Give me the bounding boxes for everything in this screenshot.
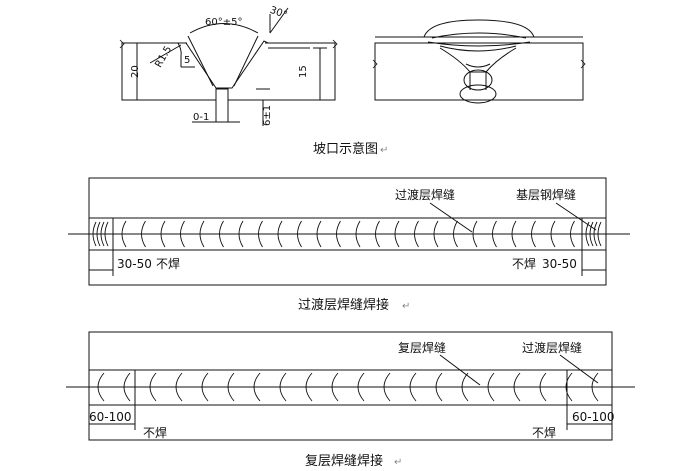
weld-ripple — [394, 220, 400, 248]
weld-ripple — [149, 372, 157, 402]
label-cladding-weld: 复层焊缝 — [398, 340, 446, 355]
transition-caption: 过渡层焊缝焊接 — [298, 297, 389, 313]
weld-ripple — [201, 372, 209, 402]
weld-ripple — [277, 220, 283, 248]
weld-ripple — [357, 372, 365, 402]
groove-caption: 坡口示意图 — [313, 141, 378, 157]
groove-section — [119, 7, 338, 126]
weld-ripple — [100, 221, 105, 247]
weld-ripple — [160, 220, 166, 248]
return-mark: ↵ — [402, 301, 410, 312]
welded-section — [372, 19, 586, 104]
transition-labels: 过渡层焊缝 基层钢焊缝 30-50 不焊 不焊 30-50 过渡层焊缝焊接 ↵ — [117, 187, 577, 313]
weld-ripple — [305, 372, 313, 402]
weld-ripple — [383, 372, 391, 402]
weld-ripple — [279, 372, 287, 402]
left-dim-label: 30-50 — [117, 257, 152, 271]
transition-plate — [68, 177, 630, 286]
cladding-caption: 复层焊缝焊接 — [305, 453, 383, 469]
return-mark: ↵ — [380, 145, 388, 156]
weld-ripple — [435, 372, 443, 402]
weld-ripple — [219, 220, 224, 248]
return-mark: ↵ — [394, 457, 402, 468]
weld-ripple — [409, 372, 417, 402]
weld-ripple — [331, 372, 339, 402]
weld-ripple — [97, 372, 105, 402]
depth-label: 15 — [298, 65, 309, 78]
weld-ripple — [433, 220, 439, 248]
weld-ripple — [253, 372, 261, 402]
weld-ripple — [492, 220, 497, 248]
weld-ripple — [539, 372, 547, 402]
right-dim-label: 30-50 — [542, 257, 577, 271]
left-dim-label-2: 60-100 — [89, 410, 132, 424]
root-label: 6±1 — [262, 105, 273, 126]
weld-ripple — [487, 372, 495, 402]
thickness-label: 20 — [130, 65, 141, 78]
groove-labels: 60°±5° 30° R1.5 5 20 15 0-1 6±1 坡口示意图 ↵ — [130, 5, 388, 157]
weld-ripple — [565, 372, 573, 402]
weld-ripple — [511, 220, 517, 248]
right-note-label: 不焊 — [512, 256, 536, 271]
label-transition-weld: 过渡层焊缝 — [395, 187, 455, 202]
gap-label: 0-1 — [193, 112, 209, 123]
weld-ripple — [297, 220, 302, 248]
cladding-labels: 复层焊缝 过渡层焊缝 60-100 不焊 不焊 60-100 复层焊缝焊接 ↵ — [89, 340, 615, 469]
weld-ripple — [461, 372, 469, 402]
weld-ripple — [141, 220, 146, 248]
cladding-weld-ripples — [97, 372, 599, 402]
label-base-weld: 基层钢焊缝 — [516, 187, 576, 202]
weld-ripple — [597, 221, 602, 247]
weld-ripple — [121, 220, 127, 248]
weld-ripple — [123, 372, 131, 402]
left-note-label: 不焊 — [156, 256, 180, 271]
weld-ripple — [585, 221, 590, 247]
weld-ripple — [316, 220, 322, 248]
weld-ripple — [336, 220, 341, 248]
weld-ripple — [375, 220, 380, 248]
land-label: 5 — [184, 55, 190, 66]
weld-ripple — [238, 220, 244, 248]
weld-ripple — [453, 220, 458, 248]
radius-label: R1.5 — [153, 44, 174, 69]
left-note-label-2: 不焊 — [143, 425, 167, 440]
bevel-angle-label: 30° — [268, 5, 288, 21]
weld-ripple — [531, 220, 536, 248]
weld-ripple — [227, 372, 235, 402]
groove-angle-label: 60°±5° — [205, 17, 242, 28]
weld-ripple — [414, 220, 419, 248]
label-transition-weld-2: 过渡层焊缝 — [522, 340, 582, 355]
weld-ripple — [104, 221, 109, 247]
weld-ripple — [355, 220, 361, 248]
weld-ripple — [96, 221, 101, 247]
weld-ripple — [175, 372, 183, 402]
weld-ripple — [92, 221, 97, 247]
weld-ripple — [550, 220, 556, 248]
right-note-label-2: 不焊 — [532, 425, 556, 440]
weld-ripple — [593, 221, 598, 247]
right-dim-label-2: 60-100 — [572, 410, 615, 424]
weld-ripple — [472, 220, 478, 248]
transition-weld-ripples — [92, 220, 602, 248]
weld-ripple — [589, 221, 594, 247]
weld-ripple — [513, 372, 521, 402]
weld-ripple — [199, 220, 205, 248]
weld-ripple — [570, 220, 575, 248]
weld-ripple — [258, 220, 263, 248]
weld-ripple — [591, 372, 599, 402]
weld-ripple — [180, 220, 185, 248]
